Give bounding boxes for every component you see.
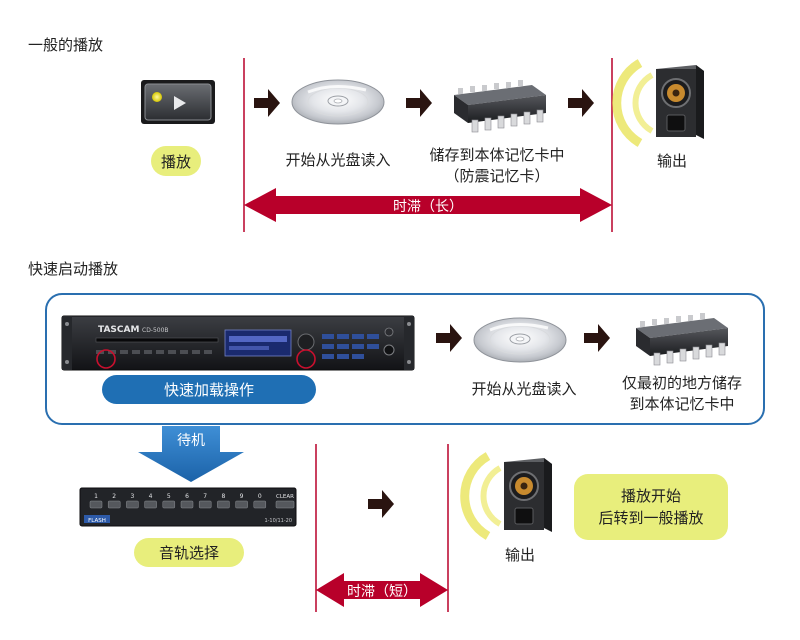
highlight-circle — [96, 349, 116, 369]
highlight-circle — [296, 349, 316, 369]
quick-load-label: 快速加载操作 — [164, 381, 254, 399]
keypad-key-label: 6 — [185, 493, 189, 500]
number-keypad: 1 2 3 4 5 6 7 8 9 0 CLEAR FLASH 1-10/11-20 — [79, 487, 297, 527]
track-select-label: 音轨选择 — [159, 544, 219, 562]
speaker-icon — [465, 456, 552, 536]
arrow-icon — [254, 89, 280, 117]
section-normal-title: 一般的播放 — [28, 36, 103, 54]
clear-key-label: CLEAR — [276, 494, 294, 500]
short-delay-arrow: 时滞（短） — [316, 573, 448, 607]
cd-player-device: TASCAM CD-500B — [61, 315, 415, 371]
clear-key — [275, 500, 295, 509]
keypad-key — [253, 500, 267, 509]
play-label: 播放 — [161, 153, 191, 171]
memory-label-line2: （防震记忆卡） — [444, 167, 549, 185]
keypad-key — [235, 500, 248, 509]
cd-read-label: 开始从光盘读入 — [285, 151, 390, 169]
play-button-illustration — [141, 80, 215, 124]
play-icon — [174, 96, 186, 110]
keypad-key-label: 3 — [130, 493, 134, 500]
keypad-key — [126, 500, 139, 509]
arrow-icon — [368, 490, 394, 518]
keypad-key — [162, 500, 176, 509]
keypad-key — [144, 500, 157, 509]
standby-label: 待机 — [177, 433, 205, 449]
keypad-key — [107, 500, 121, 509]
keypad-key — [198, 500, 212, 509]
keypad-key-label: 9 — [240, 493, 244, 500]
section-quick-title: 快速启动播放 — [28, 260, 118, 278]
indicator-led-icon — [152, 92, 162, 102]
short-delay-label: 时滞（短） — [347, 584, 417, 600]
keypad-key — [89, 500, 103, 509]
keypad-key-label: 8 — [221, 493, 225, 500]
range-label: 1-10/11-20 — [264, 518, 292, 524]
quick-load-pill: 快速加载操作 — [102, 375, 316, 404]
keypad-key-label: 4 — [149, 493, 153, 500]
arrow-icon — [568, 89, 594, 117]
cd-disc-icon — [472, 316, 568, 364]
long-delay-arrow: 时滞（长） — [244, 188, 612, 222]
cd-disc-icon — [290, 78, 386, 126]
keypad-key-label: 1 — [94, 493, 98, 500]
memory-chip-icon — [453, 79, 547, 133]
device-model: CD-500B — [142, 327, 169, 334]
quick-output-label: 输出 — [505, 546, 535, 564]
track-select-pill: 音轨选择 — [134, 538, 244, 567]
quick-memory-label-line1: 仅最初的地方储存 — [622, 374, 742, 392]
arrow-icon — [406, 89, 432, 117]
keypad-key — [180, 500, 194, 509]
start-note-box: 播放开始 后转到一般播放 — [574, 474, 728, 540]
output-label: 输出 — [657, 152, 687, 170]
keypad-key-label: 2 — [112, 493, 116, 500]
speaker-icon — [617, 63, 704, 143]
long-delay-label: 时滞（长） — [393, 199, 463, 215]
headphone-jack-icon — [383, 344, 395, 356]
standby-arrow: 待机 — [138, 426, 244, 482]
play-label-pill: 播放 — [151, 146, 201, 176]
keypad-key-label: 5 — [167, 493, 171, 500]
quick-cd-read-label: 开始从光盘读入 — [471, 380, 576, 398]
keypad-key — [217, 500, 230, 509]
device-brand: TASCAM — [98, 325, 139, 335]
keypad-key-label: 7 — [203, 493, 207, 500]
start-note-line1: 播放开始 — [621, 487, 681, 505]
flash-label: FLASH — [88, 518, 106, 524]
keypad-key-label: 0 — [258, 493, 262, 500]
quick-memory-label-line2: 到本体记忆卡中 — [629, 395, 734, 413]
memory-label-line1: 储存到本体记忆卡中 — [429, 146, 564, 164]
start-note-line2: 后转到一般播放 — [598, 509, 703, 527]
